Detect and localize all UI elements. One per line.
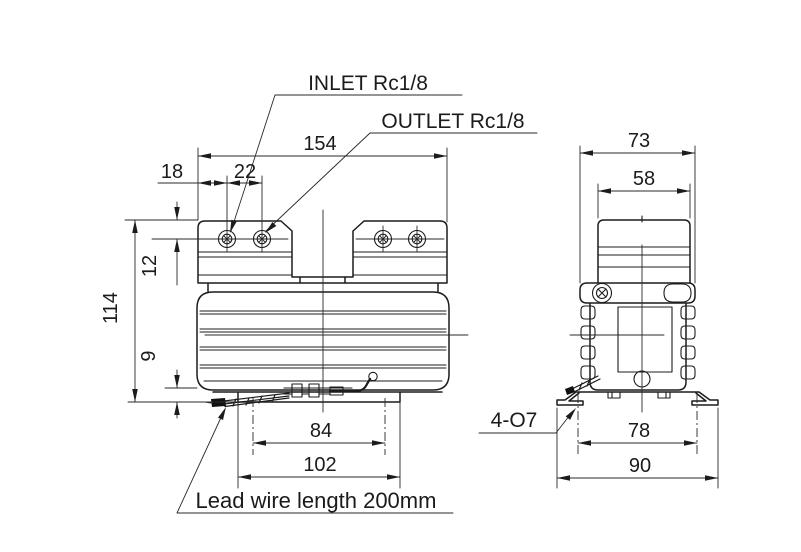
- wire-grommet: [368, 371, 378, 382]
- dim-22: 22: [234, 161, 256, 183]
- front-centerlines: [151, 175, 469, 413]
- dimension-lines: [124, 94, 719, 514]
- outlet-port: [252, 229, 272, 249]
- dim-114: 114: [100, 292, 122, 324]
- front-view: [151, 175, 469, 413]
- outlet-label: OUTLET Rc1/8: [381, 110, 524, 133]
- side-wire-bundle: [571, 375, 601, 393]
- side-centerlines: [569, 244, 665, 413]
- inlet-label: INLET Rc1/8: [308, 72, 428, 95]
- front-dimension-lines: [124, 94, 538, 514]
- side-view: [556, 215, 719, 413]
- dim-9: 9: [138, 350, 160, 361]
- front-details: [197, 251, 448, 398]
- side-wire-tip: [565, 386, 575, 395]
- side-outline: [556, 219, 719, 406]
- dim-84: 84: [310, 420, 332, 442]
- dim-73: 73: [628, 130, 650, 152]
- dim-12: 12: [139, 255, 161, 277]
- lead-wire-curve: [328, 377, 372, 393]
- port-screw-slots: [223, 235, 421, 243]
- dim-18: 18: [161, 161, 183, 183]
- annotations: INLET Rc1/8 OUTLET Rc1/8 Lead wire lengt…: [100, 72, 655, 513]
- lead-wire-bundle: [223, 392, 290, 408]
- inlet-port: [217, 229, 237, 249]
- side-details: [580, 215, 696, 399]
- side-dimension-lines: [478, 145, 719, 489]
- lead-wire-note: Lead wire length 200mm: [196, 488, 437, 513]
- dim-102: 102: [303, 454, 336, 476]
- dim-154: 154: [303, 133, 336, 155]
- mount-holes-label: 4-O7: [491, 409, 538, 432]
- dim-78: 78: [628, 420, 650, 442]
- front-outline: [196, 220, 450, 403]
- flange-screw: [591, 282, 613, 304]
- head-screw-right: [407, 229, 427, 249]
- dim-90: 90: [629, 455, 651, 477]
- dim-58: 58: [633, 168, 655, 190]
- wire-connector-tip: [211, 398, 226, 407]
- head-screw-left: [373, 229, 393, 249]
